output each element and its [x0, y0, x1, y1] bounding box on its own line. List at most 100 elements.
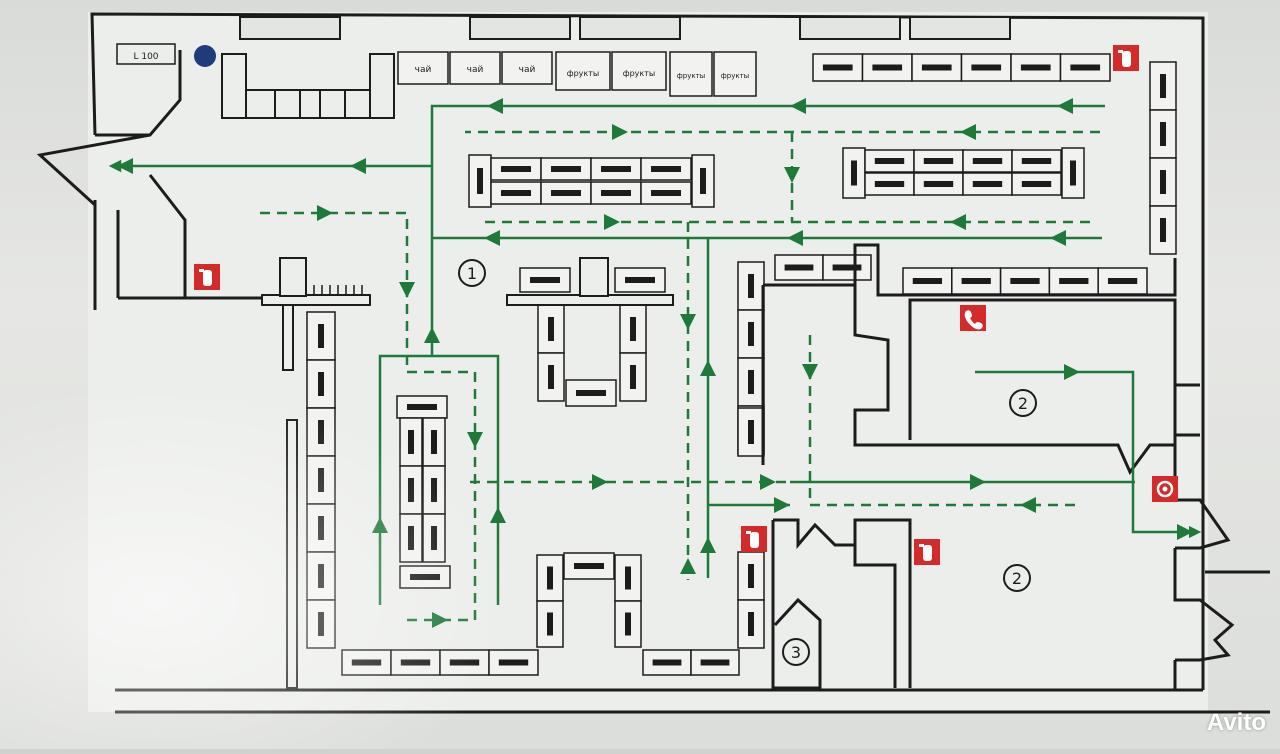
shelf-mark	[972, 158, 1003, 164]
shelf-mark	[972, 181, 1003, 187]
shelf-mark	[1160, 122, 1166, 146]
checkout-counter	[221, 53, 395, 119]
shelf-mark	[651, 190, 681, 196]
route-arrowhead	[700, 537, 716, 553]
shelf-mark	[1021, 181, 1052, 187]
shelf-tag: чай	[519, 65, 536, 75]
shelf-mark	[501, 190, 531, 196]
shelf-mark	[408, 430, 414, 454]
shelf-mark	[748, 564, 754, 588]
watermark-logo: Avito	[1206, 709, 1266, 736]
route-arrowhead	[960, 124, 976, 140]
shelf-mark	[574, 563, 604, 569]
route-arrowhead	[592, 474, 608, 490]
shelf-mark	[548, 365, 554, 389]
shelf-mark	[431, 430, 437, 454]
shelf-mark	[547, 612, 553, 636]
shelf-mark	[547, 566, 553, 590]
shelf-mark	[625, 277, 655, 283]
zone-2-lower-circle	[1003, 564, 1031, 592]
shelf-mark	[961, 278, 991, 284]
shelf-mark	[630, 317, 636, 341]
shelf-mark	[971, 64, 1002, 71]
shelf-mark	[318, 468, 324, 492]
shelf-mark	[1059, 278, 1089, 284]
shelf-mark	[700, 168, 706, 194]
route-arrowhead	[424, 327, 440, 343]
shelf-mark	[700, 659, 730, 666]
shelf-mark	[912, 278, 943, 284]
route-arrowhead	[1064, 364, 1080, 380]
shelf-mark	[318, 564, 324, 588]
zone-3-circle	[782, 638, 810, 666]
zone-labels: 1 2 2 3	[458, 259, 1037, 666]
route-arrowhead	[1177, 524, 1193, 540]
shelf-mark	[923, 158, 954, 164]
shelf-mark	[872, 64, 903, 71]
shelf-mark	[408, 478, 414, 502]
shelf-mark	[501, 166, 531, 172]
route-arrowhead	[680, 314, 696, 330]
shelf-mark	[921, 64, 952, 71]
shelf-mark	[784, 264, 814, 271]
shelf-mark	[923, 181, 954, 187]
shelf-mark	[431, 478, 437, 502]
zone-1-circle	[458, 259, 486, 287]
route-arrowhead	[774, 497, 790, 513]
shelf-mark	[625, 566, 631, 590]
shelf-mark	[748, 322, 754, 346]
zone-1-label: 1	[467, 264, 477, 283]
comb-stand	[313, 285, 363, 295]
shelf-mark	[1107, 278, 1138, 284]
shelf-mark	[652, 659, 682, 666]
shelf-mark	[318, 324, 324, 348]
info-sign-text: L 100	[133, 52, 158, 62]
shelf-mark	[601, 166, 631, 172]
shelf-mark	[449, 659, 480, 666]
shelf-mark	[1160, 74, 1166, 98]
shelf-mark	[630, 365, 636, 389]
fire-extinguisher-icon	[1113, 45, 1139, 71]
fire-extinguisher-icon	[741, 526, 767, 552]
shelf-mark	[551, 166, 581, 172]
shelf-mark	[498, 659, 529, 666]
shelf-tag: фрукты	[721, 72, 749, 80]
route-arrowhead	[484, 230, 500, 246]
route-arrowhead	[1057, 98, 1073, 114]
shelf-mark	[530, 277, 560, 283]
shelf-mark	[748, 612, 754, 636]
shelf-mark	[431, 526, 437, 550]
fire-extinguisher-icon	[914, 539, 940, 565]
shelf-mark	[874, 158, 905, 164]
shelf-mark	[1020, 64, 1051, 71]
shelf-mark	[400, 659, 431, 666]
route-arrowhead	[790, 98, 806, 114]
shelf-mark	[651, 166, 681, 172]
shelf-mark	[477, 168, 483, 194]
shelf-mark	[318, 612, 324, 636]
shelf-tag: фрукты	[567, 69, 599, 78]
zone-2-lower-label: 2	[1012, 569, 1022, 588]
shelf-mark	[551, 190, 581, 196]
shelf-mark	[1070, 64, 1101, 71]
shelf-mark	[822, 64, 853, 71]
evacuation-routes-solid	[108, 104, 1202, 605]
shelf-mark	[318, 420, 324, 444]
zone-2-upper-label: 2	[1018, 394, 1028, 413]
shelf-mark	[851, 160, 857, 186]
you-are-here-marker	[194, 45, 216, 67]
shelf-mark	[1070, 160, 1076, 186]
route-arrowhead	[117, 158, 133, 174]
top-windows	[239, 16, 1011, 40]
shelf-tag: чай	[415, 65, 432, 75]
shelf-mark	[410, 574, 440, 580]
shelf-mark	[318, 516, 324, 540]
shelf-mark	[1160, 218, 1166, 242]
route-arrowhead	[1050, 230, 1066, 246]
shelf-mark	[351, 659, 382, 666]
route-arrowhead	[700, 360, 716, 376]
route-arrowhead	[350, 158, 366, 174]
shelf-mark	[748, 370, 754, 394]
shelf-tag: фрукты	[677, 72, 705, 80]
